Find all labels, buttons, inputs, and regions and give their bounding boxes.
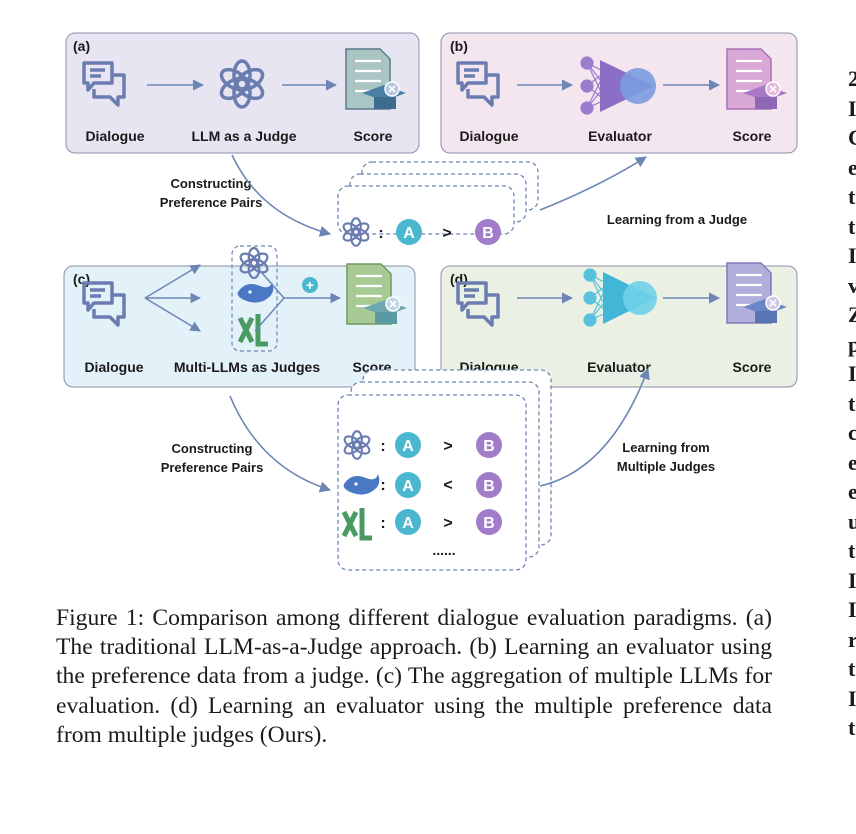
score-label: Score — [733, 128, 772, 144]
score-label: Score — [733, 359, 772, 375]
judge-label: LLM as a Judge — [191, 128, 296, 144]
badge-b-text: B — [482, 225, 494, 242]
adjacent-column-glyph: e — [848, 479, 856, 504]
preference-pairs-label: Preference Pairs — [161, 460, 264, 475]
arrow — [539, 367, 650, 487]
adjacent-column-glyph: u — [848, 508, 856, 534]
badge-a-text: A — [402, 515, 414, 532]
preference-pairs-label: Preference Pairs — [160, 195, 263, 210]
multiple-judges-label: Multiple Judges — [617, 459, 715, 474]
ellipsis: ...... — [432, 542, 455, 558]
badge-b — [476, 472, 502, 498]
adjacent-column-glyph: I — [848, 361, 856, 386]
figure-diagram: (a) Dialogue LLM as a Judge Score (b) — [63, 32, 798, 571]
learning-from-judge-label: Learning from a Judge — [607, 212, 747, 227]
badge-b — [476, 509, 502, 535]
whale-icon — [237, 282, 274, 303]
learning-from-label: Learning from — [622, 440, 709, 455]
constructing-label: Constructing — [172, 441, 253, 456]
plus-icon — [302, 277, 318, 293]
dialogue-label: Dialogue — [84, 359, 143, 375]
badge-b-text: B — [483, 478, 495, 495]
adjacent-column-glyph: t — [848, 538, 856, 563]
pair-operator: > — [443, 515, 452, 532]
score-label: Score — [354, 128, 393, 144]
dialogue-label: Dialogue — [459, 128, 518, 144]
constructing-label: Constructing — [171, 176, 252, 191]
adjacent-column-glyph: Z — [848, 302, 856, 327]
x-logo-icon — [341, 508, 372, 541]
pair-operator: > — [442, 225, 451, 242]
dialogue-label: Dialogue — [85, 128, 144, 144]
scorecard-icon — [726, 262, 787, 324]
panel-b: (b) Dialogue Evaluator Score — [440, 32, 798, 154]
plus-text: + — [306, 277, 314, 293]
scorecard-icon — [345, 48, 406, 110]
panel-a: (a) Dialogue LLM as a Judge Score — [65, 32, 420, 154]
badge-a-text: A — [403, 225, 415, 242]
badge-a — [396, 219, 422, 245]
whale-icon — [343, 474, 380, 495]
preference-pair-card — [337, 185, 515, 235]
badge-a-text: A — [402, 478, 414, 495]
adjacent-column-glyph: t — [848, 390, 856, 416]
judges-group — [231, 245, 278, 352]
neural-network-icon — [583, 268, 657, 327]
top-flow: Constructing Preference Pairs : A > B Le… — [160, 154, 747, 247]
neural-network-icon — [580, 56, 656, 115]
judges-label: Multi-LLMs as Judges — [174, 359, 320, 375]
adjacent-column-glyph: p — [848, 331, 856, 357]
adjacent-column-glyph: t — [848, 184, 856, 209]
pair-sep: : — [380, 515, 385, 532]
badge-a — [395, 509, 421, 535]
scorecard-icon — [346, 263, 407, 325]
adjacent-column-glyph: t — [848, 715, 856, 740]
pair-sep: : — [378, 225, 383, 242]
panel-a-tag: (a) — [73, 38, 90, 54]
panel-d: (d) Dialogue Evaluator Score — [440, 262, 798, 388]
panel-b-tag: (b) — [450, 38, 468, 54]
pair-sep: : — [380, 438, 385, 455]
evaluator-label: Evaluator — [587, 359, 651, 375]
arrow — [231, 154, 332, 237]
badge-b — [475, 219, 501, 245]
panel-c: (c) + Dialogue Multi-LLMs as Judges — [63, 245, 416, 388]
adjacent-column-glyph: r — [848, 626, 856, 652]
adjacent-column-glyph: I — [848, 567, 856, 593]
arrow — [539, 156, 647, 211]
bottom-flow: Constructing Preference Pairs : A > B : … — [161, 367, 715, 571]
pair-sep: : — [380, 477, 385, 494]
adjacent-column-glyph: I — [848, 243, 856, 268]
adjacent-column-glyph: e — [848, 154, 856, 180]
pair-operator: < — [443, 477, 452, 494]
x-logo-icon — [237, 314, 268, 347]
scorecard-icon — [726, 48, 787, 110]
pair-operator: > — [443, 438, 452, 455]
badge-b-text: B — [483, 515, 495, 532]
evaluator-label: Evaluator — [588, 128, 652, 144]
adjacent-column-glyph: C — [848, 125, 856, 150]
adjacent-column-glyph: 2 — [848, 66, 856, 91]
adjacent-column-glyph: t — [848, 213, 856, 239]
adjacent-column-glyph: I — [848, 597, 856, 622]
arrow — [229, 395, 332, 493]
badge-a-text: A — [402, 438, 414, 455]
badge-b — [476, 432, 502, 458]
badge-a — [395, 472, 421, 498]
adjacent-column-glyph: I — [848, 685, 856, 711]
adjacent-column-glyph: e — [848, 449, 856, 475]
badge-a — [395, 432, 421, 458]
badge-b-text: B — [483, 438, 495, 455]
figure-caption: Figure 1: Comparison among different dia… — [56, 605, 772, 748]
adjacent-column-glyph: t — [848, 656, 856, 681]
adjacent-column-glyph: I — [848, 95, 856, 121]
adjacent-column-glyph: c — [848, 420, 856, 445]
adjacent-column-glyph: v — [848, 272, 856, 298]
